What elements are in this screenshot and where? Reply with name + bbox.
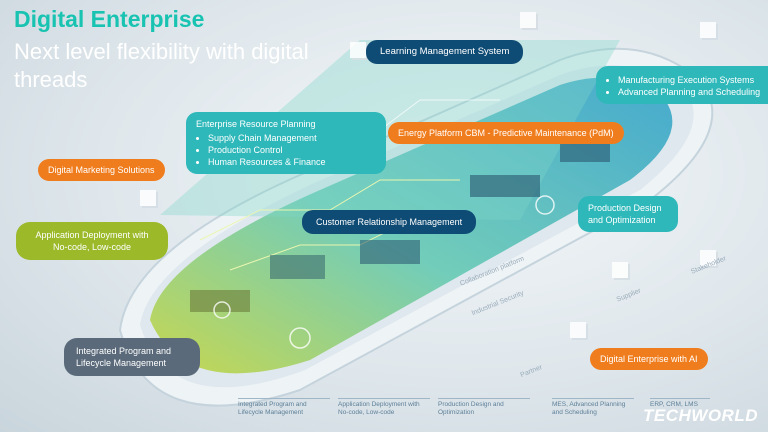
- list-item: Production Control: [208, 144, 376, 156]
- erp-title: Enterprise Resource Planning: [196, 119, 316, 129]
- label-mes: Manufacturing Execution Systems Advanced…: [596, 66, 768, 104]
- cube-decoration: [140, 190, 156, 206]
- list-item: Human Resources & Finance: [208, 156, 376, 168]
- label-energy-platform: Energy Platform CBM - Predictive Mainten…: [388, 122, 624, 144]
- page-subtitle: Next level flexibility with digital thre…: [14, 39, 309, 92]
- machine: [560, 140, 610, 162]
- label-digital-marketing: Digital Marketing Solutions: [38, 159, 165, 181]
- footer-item: MES, Advanced Planning and Scheduling: [552, 398, 634, 417]
- brand-logo: TECHWORLD: [643, 406, 758, 425]
- workstation: [270, 255, 325, 279]
- label-plm: Integrated Program and Lifecycle Managem…: [64, 338, 200, 376]
- list-item: Supply Chain Management: [208, 132, 376, 144]
- label-app-deployment: Application Deployment with No-code, Low…: [16, 222, 168, 260]
- footer-item: Application Deployment with No-code, Low…: [338, 398, 430, 417]
- label-production-design: Production Design and Optimization: [578, 196, 678, 232]
- machine: [470, 175, 540, 197]
- label-de-ai: Digital Enterprise with AI: [590, 348, 708, 370]
- cube-decoration: [350, 42, 366, 58]
- person-marker: [535, 195, 555, 215]
- label-erp: Enterprise Resource Planning Supply Chai…: [186, 112, 386, 174]
- workstation: [360, 240, 420, 264]
- label-crm: Customer Relationship Management: [302, 210, 477, 234]
- cube-decoration: [700, 22, 716, 38]
- cube-decoration: [570, 322, 586, 338]
- list-item: Manufacturing Execution Systems: [618, 74, 768, 86]
- person-marker: [213, 301, 231, 319]
- list-item: Advanced Planning and Scheduling: [618, 86, 768, 98]
- cube-decoration: [520, 12, 536, 28]
- workstation: [190, 290, 250, 312]
- page-title: Digital Enterprise: [14, 6, 205, 32]
- label-lms: Learning Management System: [366, 40, 524, 64]
- footer-item: Integrated Program and Lifecycle Managem…: [238, 398, 330, 417]
- footer-item: ERP, CRM, LMS: [650, 398, 710, 409]
- cube-decoration: [612, 262, 628, 278]
- footer-item: Production Design and Optimization: [438, 398, 530, 417]
- cube-decoration: [700, 250, 716, 266]
- person-marker: [289, 327, 311, 349]
